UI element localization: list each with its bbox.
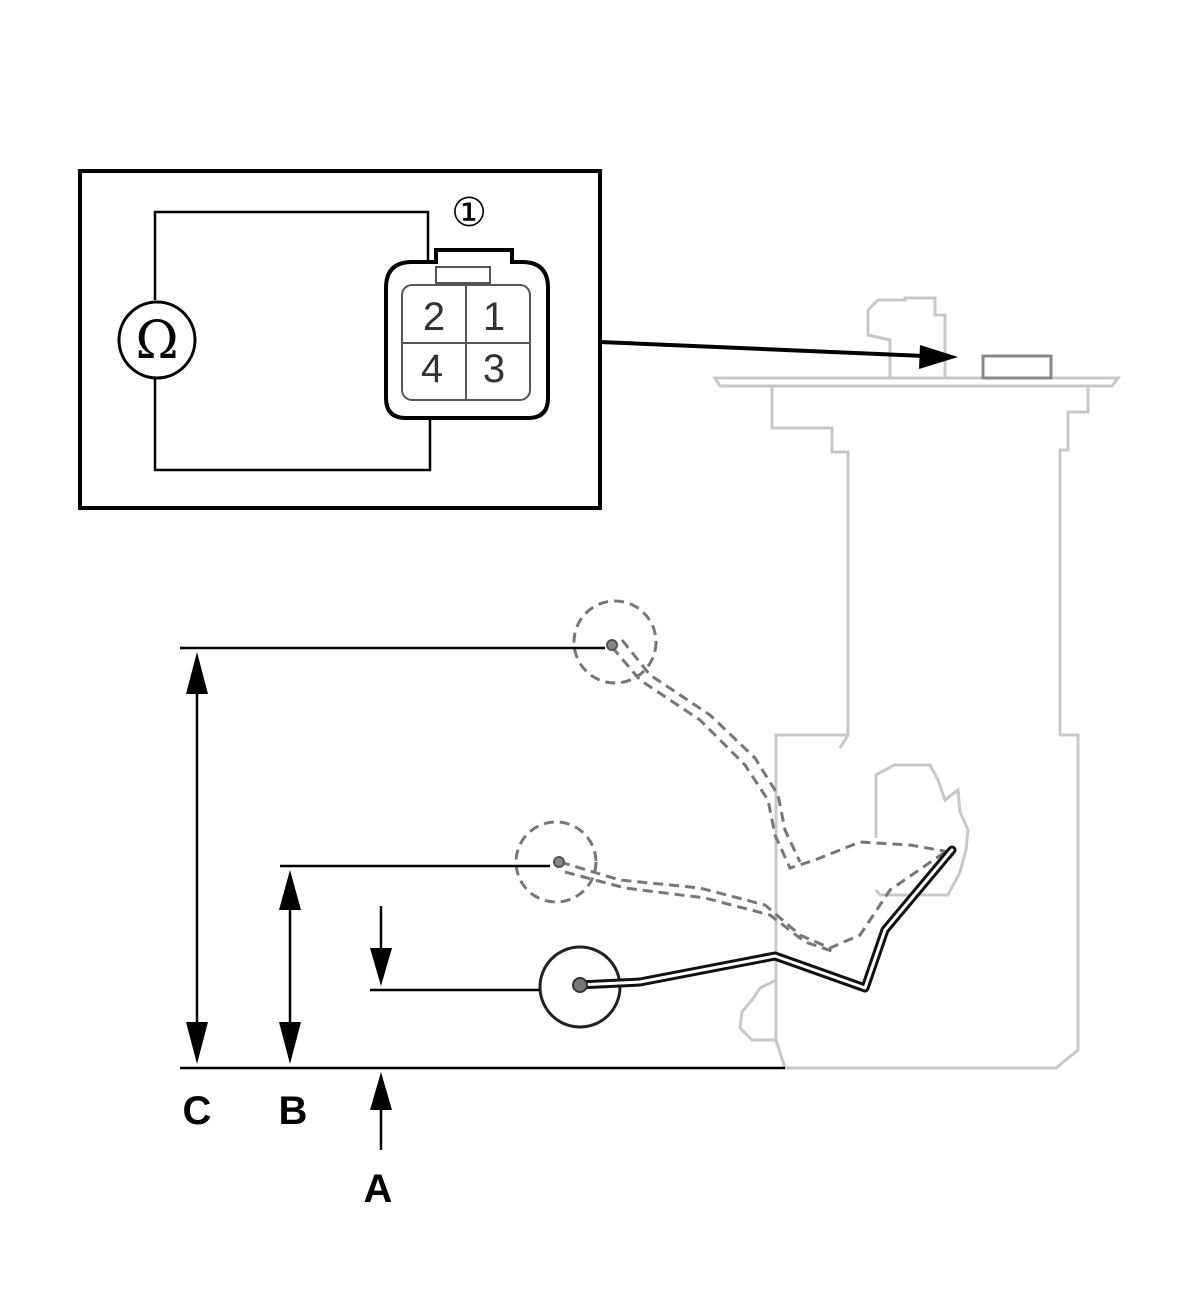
ohmmeter-icon: Ω [117,300,197,380]
callout-number: ① [451,190,487,236]
connector-icon: 2 1 4 3 [384,248,550,420]
pointer-arrow [599,340,958,369]
pin-3-label: 3 [483,347,505,391]
sender-assembly-outline [712,296,1121,1070]
dimension-arrowheads [186,652,392,1110]
inset-connector-test: Ω 2 1 4 3 ① [78,169,602,510]
ohmmeter-symbol: Ω [135,311,178,371]
float-arm-dashed-positions [514,599,951,954]
pin-1-label: 1 [483,295,505,339]
position-c-label: C [183,1089,212,1133]
float-pivot-markers [553,639,618,868]
pin-4-label: 4 [421,347,443,391]
pin-2-label: 2 [423,295,445,339]
position-a-label: A [364,1167,393,1211]
test-leads [153,210,432,472]
dimension-lines [180,646,785,1150]
float-arm-lowest-position [538,845,957,1029]
position-b-label: B [279,1089,308,1133]
